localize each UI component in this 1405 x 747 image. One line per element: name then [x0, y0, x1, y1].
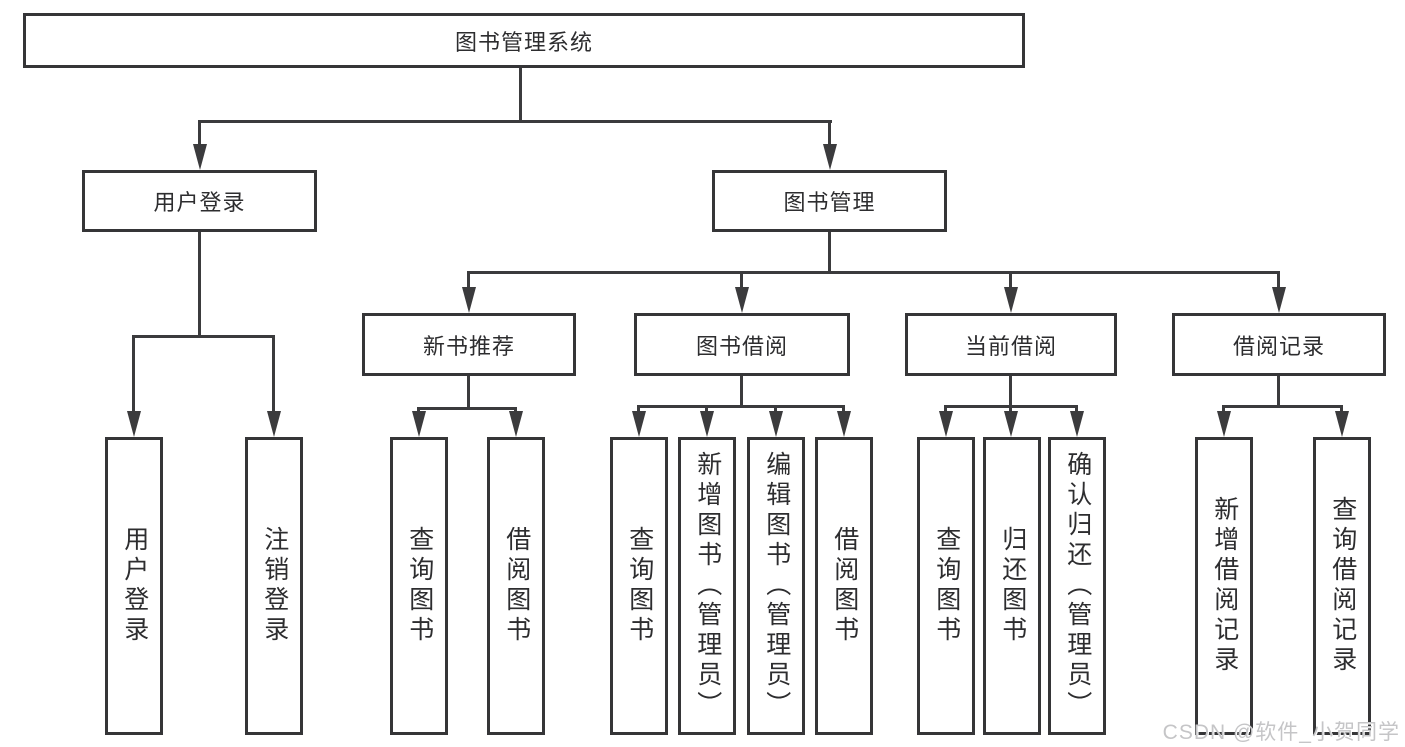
- leaf-cb-query-books-label: 查询图书: [932, 526, 961, 646]
- node-user-login: 用户登录: [82, 170, 317, 232]
- connector-arrow-stem-new-books: [467, 271, 470, 293]
- connector-arrow-stem-book-borrow: [740, 271, 743, 293]
- connector-new-books-stub: [467, 376, 470, 409]
- arrowhead-nb-query: [412, 411, 426, 437]
- arrowhead-bb-borrow: [837, 411, 851, 437]
- leaf-bb-add-books-admin-label: 新增图书（管理员）: [693, 451, 722, 721]
- leaf-br-add-record: 新增借阅记录: [1195, 437, 1253, 735]
- leaf-bb-add-books-admin: 新增图书（管理员）: [678, 437, 736, 735]
- arrowhead-book-management: [823, 144, 837, 170]
- leaf-nb-borrow-books: 借阅图书: [487, 437, 545, 735]
- arrowhead-leaf-logout: [267, 411, 281, 437]
- leaf-bb-query-books: 查询图书: [610, 437, 668, 735]
- connector-arrow-stem-leaf-login: [132, 335, 135, 415]
- leaf-cb-query-books: 查询图书: [917, 437, 975, 735]
- leaf-cb-return-books: 归还图书: [983, 437, 1041, 735]
- connector-borrow-records-hline: [1222, 405, 1343, 408]
- arrowhead-nb-borrow: [509, 411, 523, 437]
- connector-arrow-stem-br-add: [1222, 405, 1225, 415]
- connector-arrow-stem-bb-borrow: [842, 405, 845, 415]
- node-root-label: 图书管理系统: [454, 29, 593, 55]
- leaf-cb-return-books-label: 归还图书: [998, 526, 1027, 646]
- arrowhead-cb-return: [1004, 411, 1018, 437]
- leaf-nb-borrow-books-label: 借阅图书: [502, 526, 531, 646]
- leaf-bb-edit-books-admin-label: 编辑图书（管理员）: [762, 451, 791, 721]
- watermark: CSDN @软件_小贺同学: [1162, 721, 1400, 744]
- leaf-cb-confirm-return-admin-label: 确认归还（管理员）: [1063, 451, 1092, 721]
- node-book-borrow-label: 图书借阅: [695, 333, 788, 359]
- connector-borrow-records-stub: [1277, 376, 1280, 407]
- leaf-nb-query-books-label: 查询图书: [405, 526, 434, 646]
- node-current-borrow-label: 当前借阅: [964, 333, 1057, 359]
- arrowhead-cb-confirm: [1070, 411, 1084, 437]
- node-book-borrow: 图书借阅: [634, 313, 850, 376]
- leaf-logout: 注销登录: [245, 437, 303, 735]
- node-new-book-recommend-label: 新书推荐: [422, 333, 515, 359]
- node-root: 图书管理系统: [23, 13, 1025, 68]
- arrowhead-cb-query: [939, 411, 953, 437]
- connector-user-login-stub: [198, 232, 201, 337]
- arrowhead-br-add: [1217, 411, 1231, 437]
- node-book-management-label: 图书管理: [783, 190, 876, 215]
- arrowhead-borrow-records: [1272, 287, 1286, 313]
- leaf-br-add-record-label: 新增借阅记录: [1210, 496, 1239, 676]
- node-borrow-records: 借阅记录: [1172, 313, 1386, 376]
- connector-arrow-stem-cb-query: [944, 405, 947, 415]
- arrowhead-book-borrow: [735, 287, 749, 313]
- connector-arrow-stem-borrow-records: [1277, 271, 1280, 293]
- node-current-borrow: 当前借阅: [905, 313, 1117, 376]
- connector-book-borrow-stub: [740, 376, 743, 407]
- connector-arrow-stem-current-borrow: [1009, 271, 1012, 293]
- connector-book-management-stub: [828, 232, 831, 273]
- connector-arrow-stem-cb-return: [1009, 405, 1012, 415]
- arrowhead-leaf-login: [127, 411, 141, 437]
- connector-level2-hline: [198, 120, 832, 123]
- node-user-login-label: 用户登录: [153, 190, 246, 215]
- leaf-br-query-record-label: 查询借阅记录: [1328, 496, 1357, 676]
- arrowhead-new-books: [462, 287, 476, 313]
- leaf-bb-borrow-books: 借阅图书: [815, 437, 873, 735]
- leaf-bb-query-books-label: 查询图书: [625, 526, 654, 646]
- connector-level3-hline: [467, 271, 1280, 274]
- arrowhead-bb-edit: [769, 411, 783, 437]
- leaf-nb-query-books: 查询图书: [390, 437, 448, 735]
- connector-new-books-hline: [417, 407, 517, 410]
- arrowhead-br-query: [1335, 411, 1349, 437]
- leaf-bb-borrow-books-label: 借阅图书: [830, 526, 859, 646]
- arrowhead-current-borrow: [1004, 287, 1018, 313]
- connector-arrow-stem-br-query: [1340, 405, 1343, 415]
- leaf-cb-confirm-return-admin: 确认归还（管理员）: [1048, 437, 1106, 735]
- node-new-book-recommend: 新书推荐: [362, 313, 576, 376]
- connector-arrow-stem-bb-query: [637, 405, 640, 415]
- connector-arrow-stem-cb-confirm: [1075, 405, 1078, 415]
- connector-arrow-stem-book-management: [828, 120, 831, 148]
- arrowhead-bb-query: [632, 411, 646, 437]
- connector-current-borrow-stub: [1009, 376, 1012, 407]
- leaf-logout-label: 注销登录: [260, 526, 289, 646]
- connector-arrow-stem-bb-edit: [774, 405, 777, 415]
- arrowhead-user-login: [193, 144, 207, 170]
- connector-book-borrow-hline: [637, 405, 845, 408]
- arrowhead-bb-add: [700, 411, 714, 437]
- node-borrow-records-label: 借阅记录: [1232, 333, 1325, 359]
- connector-user-login-hline: [132, 335, 275, 338]
- connector-arrow-stem-user-login: [198, 120, 201, 148]
- connector-arrow-stem-bb-add: [705, 405, 708, 415]
- connector-arrow-stem-leaf-logout: [272, 335, 275, 415]
- leaf-user-login: 用户登录: [105, 437, 163, 735]
- node-book-management: 图书管理: [712, 170, 947, 232]
- leaf-bb-edit-books-admin: 编辑图书（管理员）: [747, 437, 805, 735]
- leaf-user-login-label: 用户登录: [120, 526, 149, 646]
- leaf-br-query-record: 查询借阅记录: [1313, 437, 1371, 735]
- connector-root-stub: [519, 68, 522, 122]
